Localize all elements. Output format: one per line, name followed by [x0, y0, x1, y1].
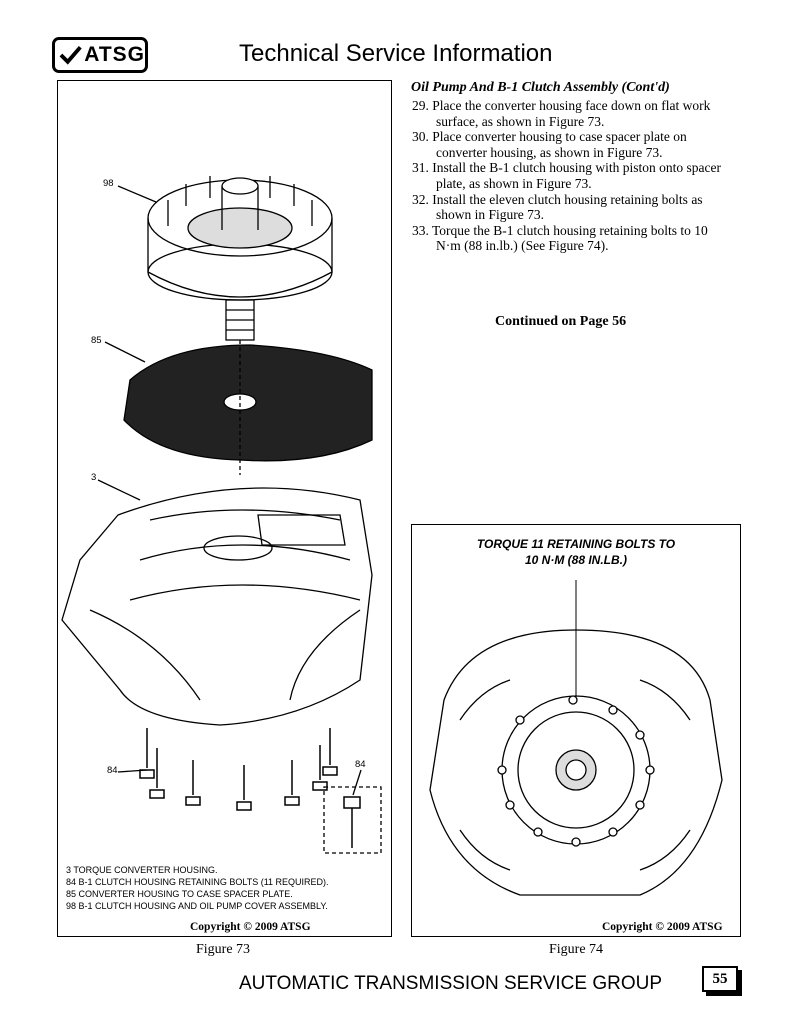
step-30: 30. Place converter housing to case spac…: [412, 129, 687, 160]
logo-text: ATSG: [84, 43, 145, 66]
section-heading: Oil Pump And B-1 Clutch Assembly (Cont'd…: [411, 80, 670, 95]
callout-84-detail: 84: [355, 759, 366, 770]
page-number: 55: [702, 966, 738, 992]
callout-85: 85: [91, 335, 102, 346]
figure-74-frame: [411, 524, 741, 937]
step-31: 31. Install the B-1 clutch housing with …: [412, 160, 721, 191]
figure-74-copyright: Copyright © 2009 ATSG: [602, 921, 723, 933]
callout-3: 3: [91, 472, 97, 483]
instruction-steps: 29. Place the converter housing face dow…: [412, 98, 732, 254]
page-title: Technical Service Information: [239, 40, 553, 67]
legend-item: 98 B-1 CLUTCH HOUSING AND OIL PUMP COVER…: [66, 901, 328, 911]
figure-74-caption: Figure 74: [549, 942, 604, 957]
step-33: 33. Torque the B-1 clutch housing retain…: [412, 222, 708, 254]
callout-98: 98: [103, 178, 114, 189]
legend-item: 3 TORQUE CONVERTER HOUSING.: [66, 865, 218, 875]
torque-note-line1: TORQUE 11 RETAINING BOLTS TO: [476, 537, 676, 551]
legend-item: 84 B-1 CLUTCH HOUSING RETAINING BOLTS (1…: [66, 877, 329, 887]
figure-73-copyright: Copyright © 2009 ATSG: [190, 921, 311, 933]
callout-84: 84: [107, 765, 118, 776]
torque-note-line2: 10 N·M (88 IN.LB.): [524, 553, 627, 567]
parts-legend: 3 TORQUE CONVERTER HOUSING. 84 B-1 CLUTC…: [66, 864, 329, 912]
step-32: 32. Install the eleven clutch housing re…: [412, 191, 703, 223]
torque-note: TORQUE 11 RETAINING BOLTS TO 10 N·M (88 …: [411, 536, 741, 568]
figure-73-frame: [57, 80, 392, 937]
step-29: 29. Place the converter housing face dow…: [412, 98, 711, 129]
figure-73-caption: Figure 73: [196, 942, 251, 957]
legend-item: 85 CONVERTER HOUSING TO CASE SPACER PLAT…: [66, 889, 293, 899]
figure-74-illustration: [429, 580, 723, 896]
atsg-logo: ATSG: [52, 37, 148, 73]
checkmark-icon: [59, 45, 82, 65]
continued-note: Continued on Page 56: [495, 314, 627, 329]
footer-text: AUTOMATIC TRANSMISSION SERVICE GROUP: [239, 973, 662, 994]
